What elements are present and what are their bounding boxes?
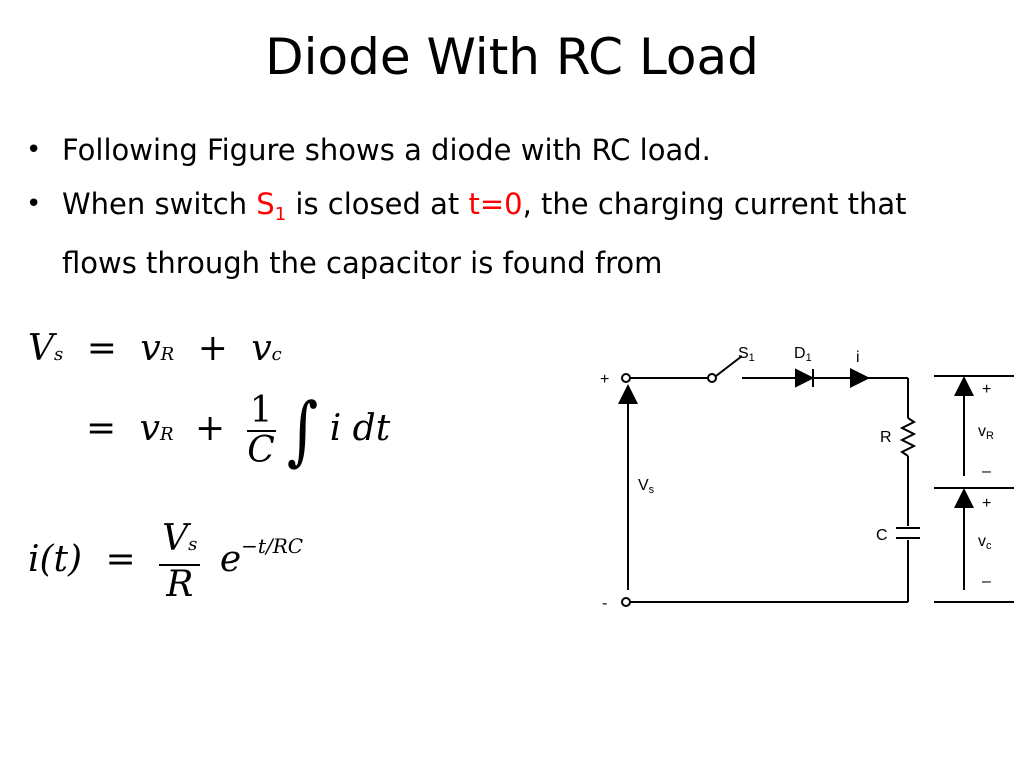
eq2-fraction: 1 C bbox=[246, 392, 276, 471]
eq3-numerator: Vs bbox=[159, 518, 201, 566]
vc-plus-label: + bbox=[982, 495, 991, 512]
eq2-equals: = bbox=[86, 408, 117, 449]
bullet-item: • Following Figure shows a diode with RC… bbox=[24, 126, 1009, 174]
rc-diode-circuit: + - S1 D1 i Vs R C + vR – + vc – bbox=[600, 345, 1014, 612]
bullet-text-2c: , the charging current that bbox=[522, 187, 907, 221]
eq3-lhs: i(t) bbox=[28, 539, 83, 580]
vc-label: vc bbox=[978, 533, 992, 552]
eq3-vs: V bbox=[162, 518, 189, 559]
eq1-vc-sub: c bbox=[271, 344, 282, 365]
current-label: i bbox=[856, 349, 860, 366]
vr-minus-label: – bbox=[982, 463, 991, 480]
eq1-vr: v bbox=[140, 328, 161, 369]
bullet-dot: • bbox=[26, 135, 42, 165]
eq3-equals: = bbox=[105, 539, 136, 580]
equation-current: i(t) = Vs R e−t/RC bbox=[28, 520, 303, 604]
time-value: t=0 bbox=[468, 187, 523, 221]
switch-pivot bbox=[707, 373, 717, 383]
switch-subscript: 1 bbox=[274, 204, 287, 225]
eq3-exponent: −t/RC bbox=[241, 534, 304, 558]
eq2-numerator: 1 bbox=[246, 392, 276, 432]
eq3-vs-sub: s bbox=[188, 534, 198, 555]
equation-kvl: Vs = vR + vc bbox=[28, 328, 282, 369]
vr-plus-label: + bbox=[982, 381, 991, 398]
integral-sign: ∫ bbox=[286, 387, 319, 475]
resistor-zigzag bbox=[899, 417, 917, 457]
eq1-lhs-sub: s bbox=[54, 344, 64, 365]
eq1-vr-sub: R bbox=[160, 344, 175, 365]
vc-minus-label: – bbox=[982, 573, 991, 590]
bullet-text-2b: is closed at bbox=[286, 187, 469, 221]
switch-letter: S bbox=[256, 187, 275, 221]
switch-label: S1 bbox=[738, 345, 755, 364]
eq1-lhs: V bbox=[28, 328, 54, 369]
switch-blade bbox=[715, 355, 743, 377]
bullet-text-1: Following Figure shows a diode with RC l… bbox=[62, 133, 711, 167]
equation-integral: = vR + 1 C ∫ i dt bbox=[86, 387, 391, 475]
eq3-denominator: R bbox=[166, 564, 194, 605]
minus-terminal-label: - bbox=[602, 595, 607, 612]
eq3-exp-base: e bbox=[219, 539, 242, 580]
source-label: Vs bbox=[638, 477, 655, 496]
bullet-text-2a: When switch bbox=[62, 187, 257, 221]
minus-terminal-node bbox=[621, 597, 631, 607]
eq1-plus: + bbox=[197, 328, 228, 369]
eq2-vr: v bbox=[139, 408, 160, 449]
eq1-vc: v bbox=[251, 328, 272, 369]
diode-triangle bbox=[795, 368, 815, 388]
plus-terminal-node bbox=[621, 373, 631, 383]
eq2-plus: + bbox=[194, 408, 226, 449]
plus-terminal-label: + bbox=[600, 371, 609, 388]
switch-symbol: S1 bbox=[256, 187, 286, 225]
bullet-item: • When switch S1 is closed at t=0, the c… bbox=[24, 180, 1009, 287]
vr-label: vR bbox=[978, 423, 994, 442]
eq2-denominator: C bbox=[247, 430, 275, 471]
slide-title: Diode With RC Load bbox=[265, 28, 759, 86]
eq3-fraction: Vs R bbox=[159, 518, 201, 605]
resistor-label: R bbox=[880, 429, 892, 446]
eq2-integrand: i dt bbox=[329, 408, 391, 449]
bullet-dot: • bbox=[26, 189, 42, 219]
capacitor-label: C bbox=[876, 527, 888, 544]
diode-label: D1 bbox=[794, 345, 812, 364]
bullet-list: • Following Figure shows a diode with RC… bbox=[24, 126, 1009, 293]
eq1-equals: = bbox=[86, 328, 117, 369]
eq2-vr-sub: R bbox=[159, 424, 174, 445]
bullet-text-2d: flows through the capacitor is found fro… bbox=[62, 246, 663, 280]
